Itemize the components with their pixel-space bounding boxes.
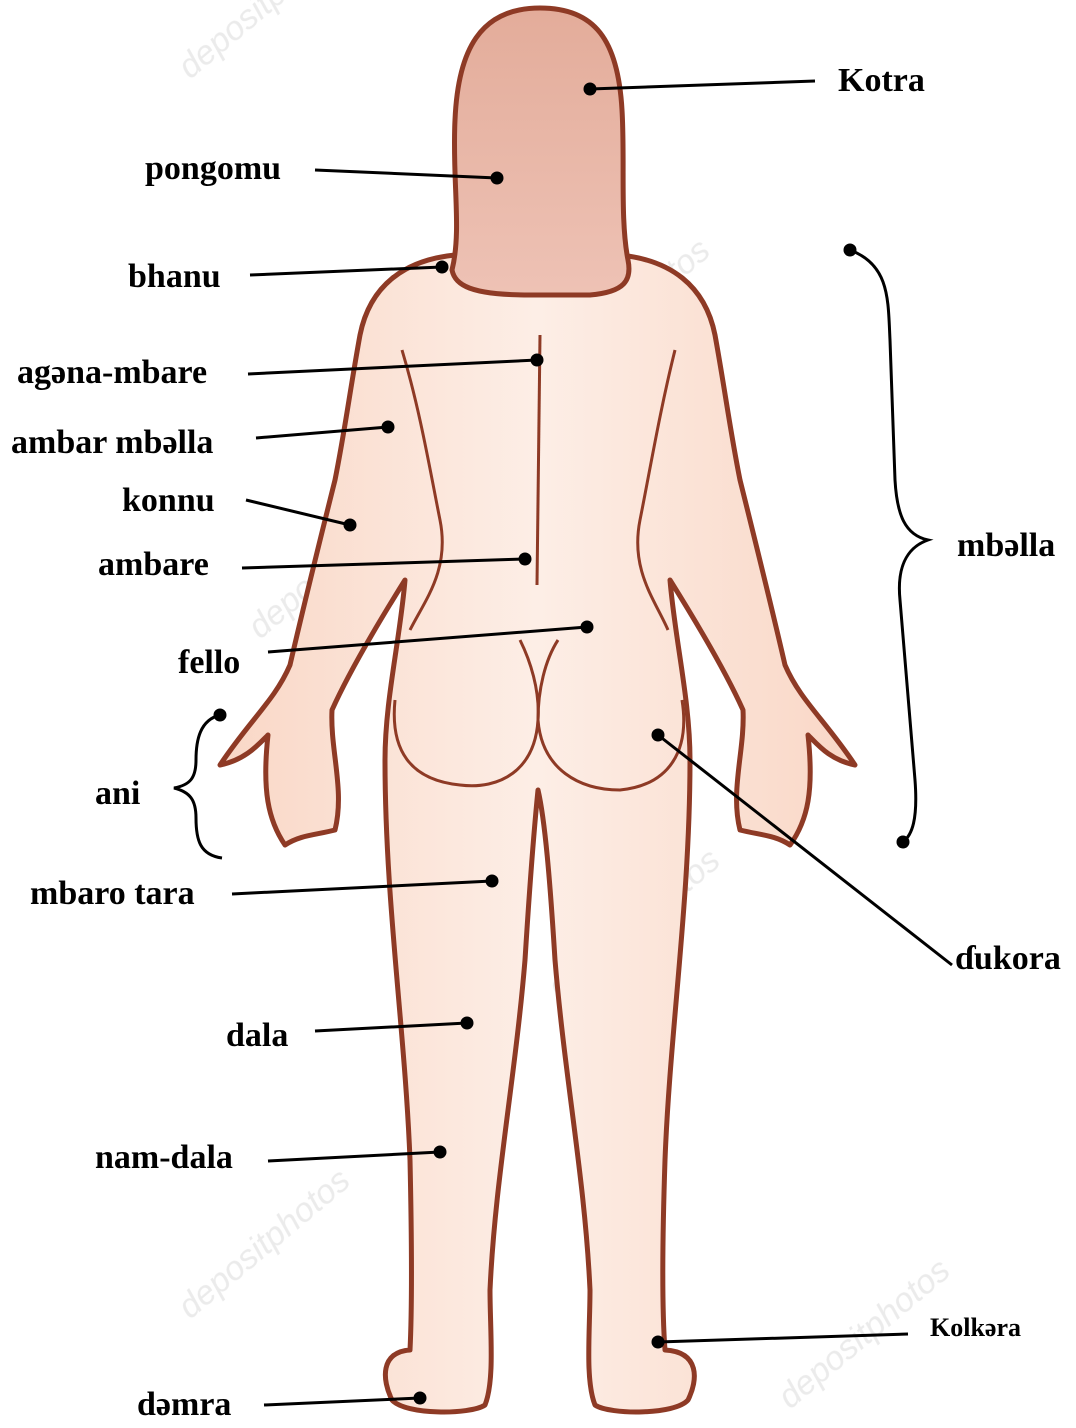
brace-ani xyxy=(174,710,225,858)
label-ambare: ambare xyxy=(98,548,209,582)
dot-dukora xyxy=(653,730,663,740)
label-demra: dəmra xyxy=(137,1388,231,1422)
dot-fello xyxy=(582,622,592,632)
dot-bhanu xyxy=(437,262,447,272)
dot-dala xyxy=(462,1018,472,1028)
label-konnu: konnu xyxy=(122,484,215,518)
dot-ambare xyxy=(520,554,530,564)
dot-agena-mbare xyxy=(532,355,542,365)
dot-konnu xyxy=(345,520,355,530)
dot-demra xyxy=(415,1393,425,1403)
dot-nam-dala xyxy=(435,1147,445,1157)
label-bhanu: bhanu xyxy=(128,260,221,294)
label-agena-mbare: agəna-mbare xyxy=(17,356,207,390)
watermark-1: depositphotos xyxy=(171,0,358,86)
label-dala: dala xyxy=(226,1019,288,1053)
label-nam-dala: nam-dala xyxy=(95,1141,233,1175)
label-pongomu: pongomu xyxy=(145,152,281,186)
dot-mbaro-tara xyxy=(487,876,497,886)
dot-pongomu xyxy=(492,173,502,183)
dot-ambar-mballa xyxy=(383,422,393,432)
label-dukora: ɗukora xyxy=(955,942,1061,976)
label-fello: fello xyxy=(178,646,240,680)
watermark-5: depositphotos xyxy=(171,1161,358,1326)
label-mballa: mbəlla xyxy=(957,529,1055,563)
label-kolkera: Kolkəra xyxy=(930,1315,1021,1341)
dot-kolkera xyxy=(653,1337,663,1347)
label-mbaro-tara: mbaro tara xyxy=(30,877,195,911)
label-kotra: Kotra xyxy=(838,64,925,98)
hair xyxy=(452,8,629,295)
brace-mballa xyxy=(845,245,928,847)
label-ani: ani xyxy=(95,777,140,811)
dot-kotra xyxy=(585,84,595,94)
label-ambar-mballa: ambar mbəlla xyxy=(11,426,213,460)
leader-kotra xyxy=(590,81,815,89)
